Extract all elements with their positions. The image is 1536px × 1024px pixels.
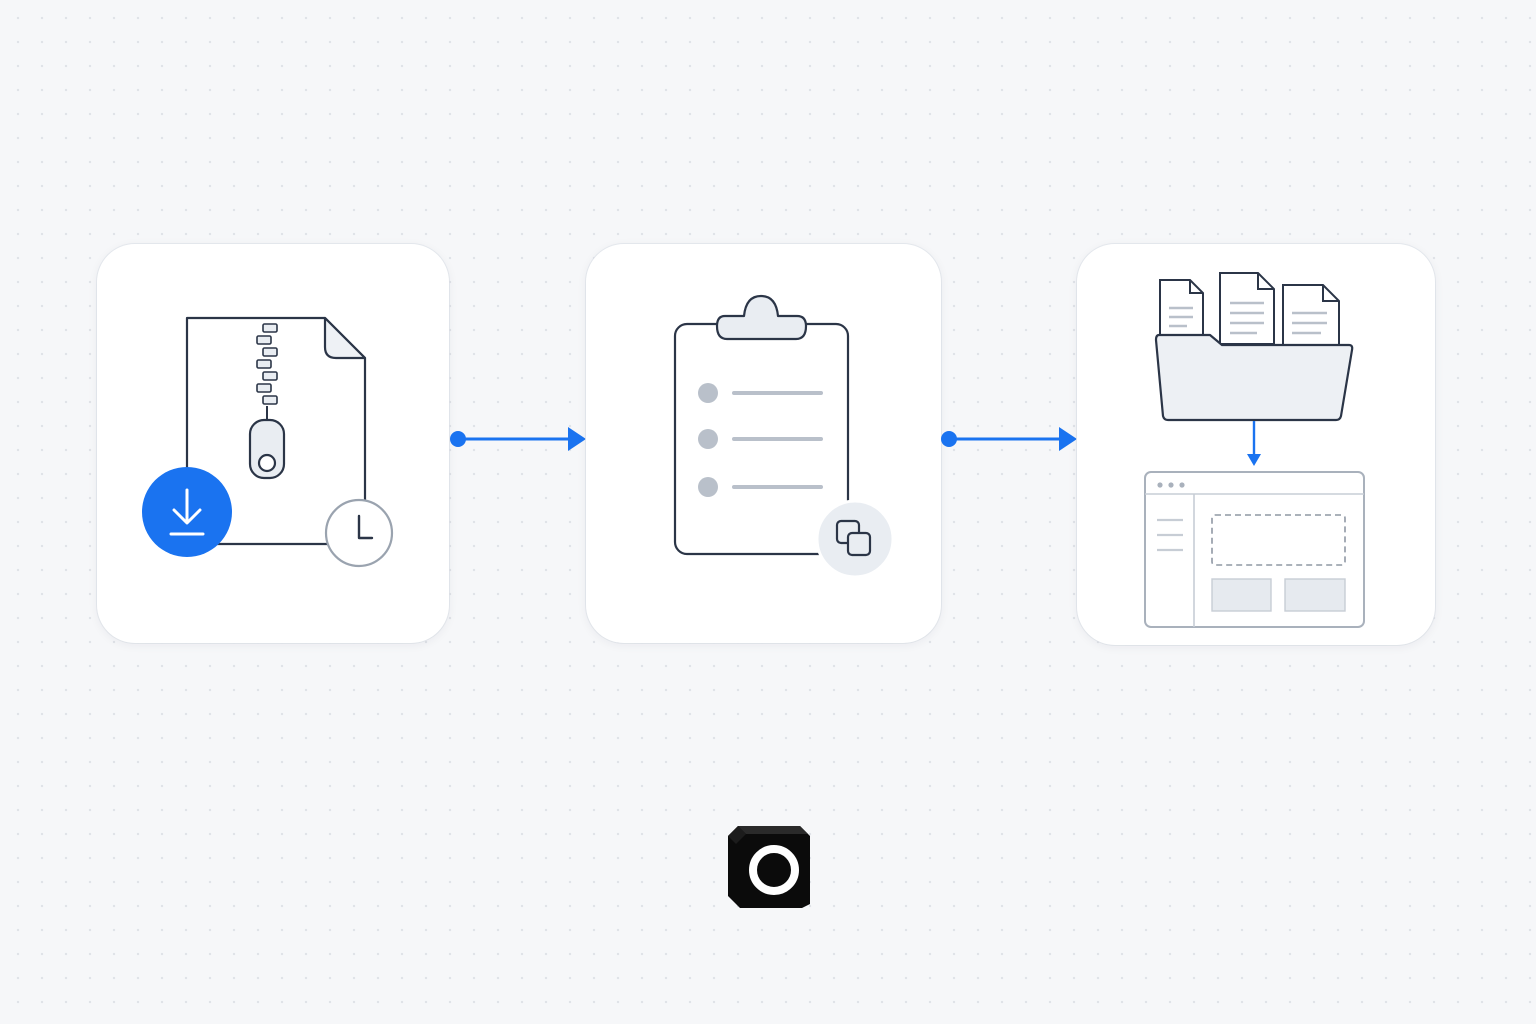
step-card-zip-archive — [97, 244, 449, 643]
document-icon — [1159, 279, 1204, 341]
arrow-right-icon — [450, 427, 586, 451]
app-window-icon — [1144, 471, 1365, 628]
document-icon — [1219, 272, 1275, 345]
arrow-down-icon — [1247, 421, 1261, 466]
document-icon — [1282, 284, 1340, 349]
arrow-right-icon — [941, 427, 1077, 451]
clipboard-clip — [715, 294, 808, 341]
cube-logo-icon — [728, 826, 810, 908]
step-card-folder-app — [1077, 244, 1435, 645]
step-card-clipboard — [586, 244, 941, 643]
download-icon — [142, 467, 232, 557]
clipboard-list-icon — [673, 294, 895, 579]
clock-icon — [324, 498, 394, 568]
copy-icon — [815, 499, 895, 579]
zipper-teeth — [256, 323, 278, 405]
zip-archive-icon — [142, 316, 394, 568]
folder-files-icon — [1144, 272, 1365, 628]
folder-icon — [1154, 333, 1354, 422]
checklist-rows — [698, 383, 823, 497]
